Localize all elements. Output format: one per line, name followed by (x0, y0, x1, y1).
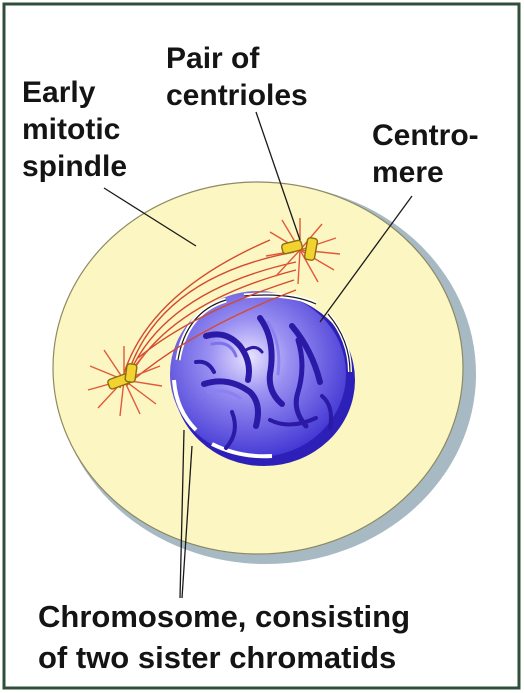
label-centromere: Centro- mere (372, 117, 479, 191)
label-spindle-line-3: spindle (22, 148, 127, 185)
label-chromosome-line-1: Chromosome, consisting (38, 596, 410, 637)
label-early-mitotic-spindle: Early mitotic spindle (22, 74, 127, 185)
label-spindle-line-1: Early (22, 74, 127, 111)
label-chromosome-line-2: of two sister chromatids (38, 637, 410, 678)
label-centrioles-line-2: centrioles (166, 77, 308, 114)
label-pair-of-centrioles: Pair of centrioles (166, 40, 308, 114)
label-centromere-line-1: Centro- (372, 117, 479, 154)
label-spindle-line-2: mitotic (22, 111, 127, 148)
label-centromere-line-2: mere (372, 154, 479, 191)
label-centrioles-line-1: Pair of (166, 40, 308, 77)
label-chromosome: Chromosome, consisting of two sister chr… (38, 596, 410, 678)
